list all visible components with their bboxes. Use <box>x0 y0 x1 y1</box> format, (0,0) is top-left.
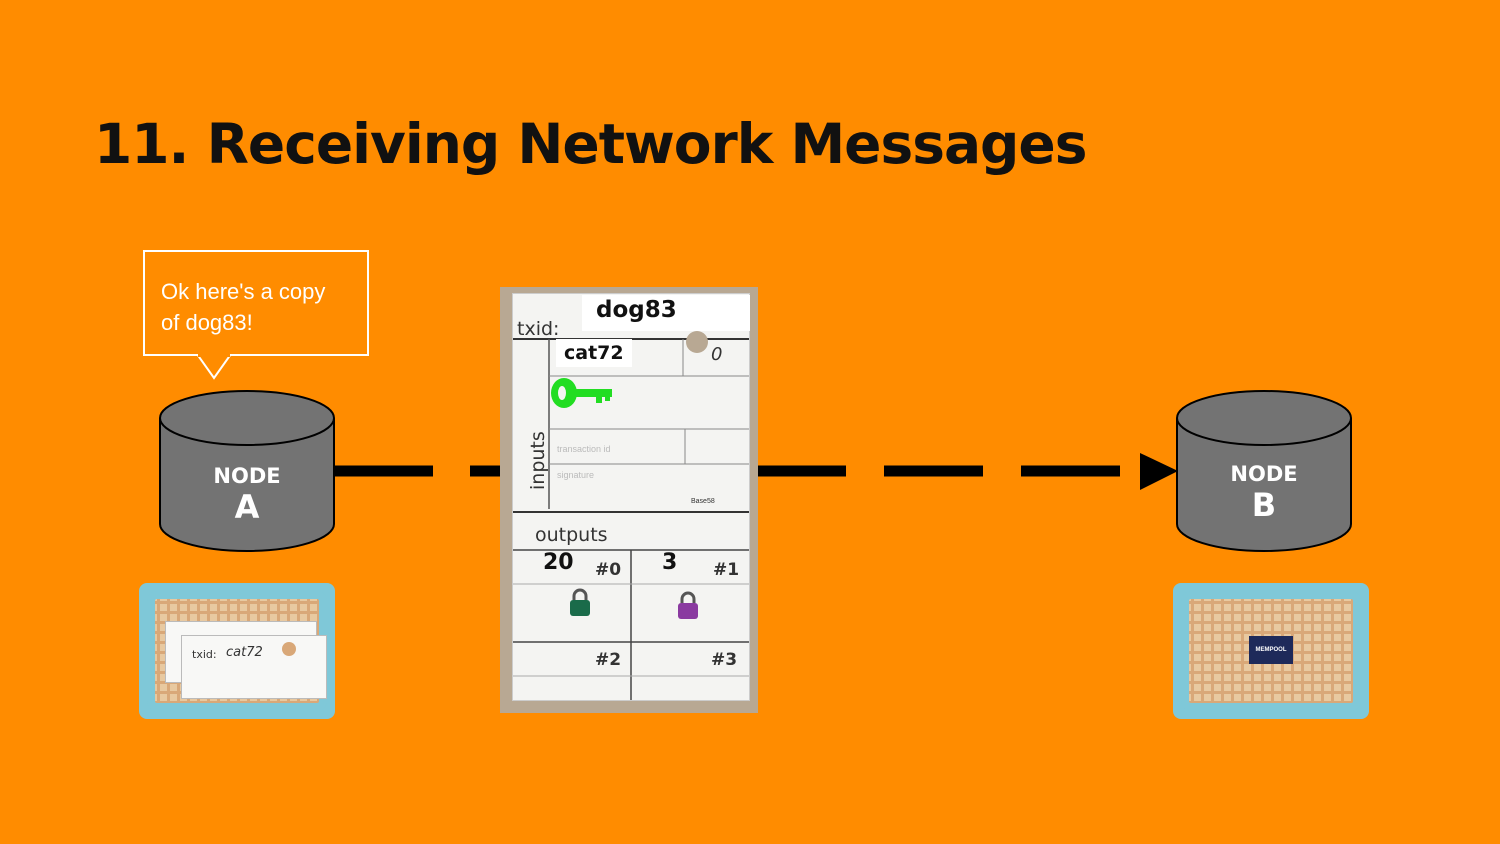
faint-transaction-id: transaction id <box>557 444 611 454</box>
input-txid: cat72 <box>564 342 624 364</box>
key-icon <box>551 378 612 408</box>
lock-green-icon <box>570 588 590 616</box>
basket-a: txid: cat72 <box>139 583 335 719</box>
output-2-index: #2 <box>595 650 622 670</box>
node-b-cylinder <box>1176 390 1352 552</box>
txid-label: txid: <box>517 318 560 340</box>
txid-patch <box>582 295 750 331</box>
node-a-cylinder <box>159 390 335 552</box>
lock-purple-icon <box>678 591 698 619</box>
inputs-label: inputs <box>527 431 549 490</box>
txid-value: dog83 <box>596 297 677 323</box>
output-3-index: #3 <box>711 650 738 670</box>
node-b-word: NODE <box>1230 462 1298 486</box>
brand-label: Base58 <box>691 498 715 505</box>
output-1-index: #1 <box>713 560 740 580</box>
arrowhead-icon <box>1140 453 1178 490</box>
output-1-amount: 3 <box>662 550 678 575</box>
transaction-card: txid: 0 transaction id signature Base58 … <box>500 287 758 713</box>
node-a-letter: A <box>234 488 260 526</box>
speech-bubble: Ok here's a copy of dog83! <box>143 250 369 356</box>
speech-bubble-tail <box>197 354 231 380</box>
card-grid-lines <box>513 331 749 700</box>
basket-a-card-hole <box>282 642 296 656</box>
speech-bubble-line-1: Ok here's a copy <box>161 279 326 304</box>
basket-a-card-value: cat72 <box>226 645 263 660</box>
mempool-label: MEMPOOL <box>1249 636 1293 664</box>
speech-bubble-line-2: of dog83! <box>161 310 253 335</box>
faint-signature: signature <box>557 470 595 480</box>
basket-a-card-front: txid: cat72 <box>181 635 327 699</box>
slide-title: 11. Receiving Network Messages <box>94 112 1087 176</box>
speech-bubble-text: Ok here's a copy of dog83! <box>161 276 361 338</box>
node-b-label: NODE B <box>1177 462 1351 524</box>
output-0-amount: 20 <box>543 550 574 575</box>
node-b-letter: B <box>1251 486 1277 524</box>
input-index: 0 <box>711 344 723 365</box>
output-0-index: #0 <box>595 560 622 580</box>
node-a-label: NODE A <box>160 464 334 526</box>
input-txid-patch <box>556 339 632 367</box>
node-a-word: NODE <box>213 464 281 488</box>
basket-a-card-label: txid: <box>192 648 217 661</box>
outputs-label: outputs <box>535 524 608 546</box>
